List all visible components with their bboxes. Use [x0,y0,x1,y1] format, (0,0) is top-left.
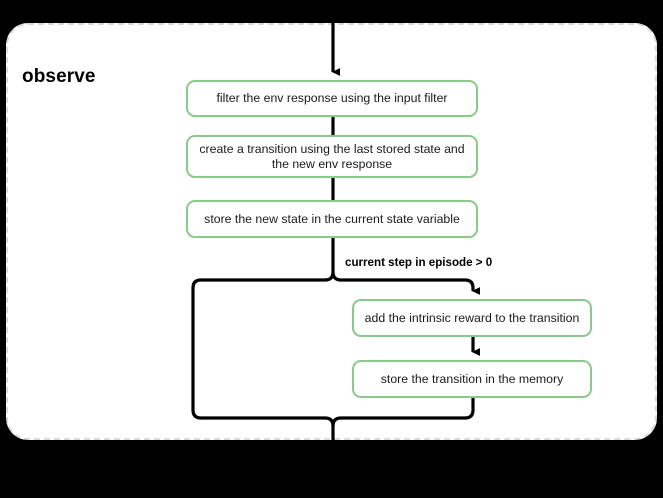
node-create-transition[interactable]: create a transition using the last store… [186,135,478,178]
edge-store-memory-to-merge [331,398,475,427]
edge-split-left-bypass [191,271,335,427]
node-store-transition-memory[interactable]: store the transition in the memory [352,360,592,398]
branch-condition-label: current step in episode > 0 [345,256,493,269]
node-add-intrinsic-reward[interactable]: add the intrinsic reward to the transiti… [352,299,592,337]
scope-title: observe [22,66,96,87]
node-filter-env-response[interactable]: filter the env response using the input … [186,80,478,117]
node-store-new-state[interactable]: store the new state in the current state… [186,200,478,238]
edge-split-right-to-intrinsic [331,271,481,295]
